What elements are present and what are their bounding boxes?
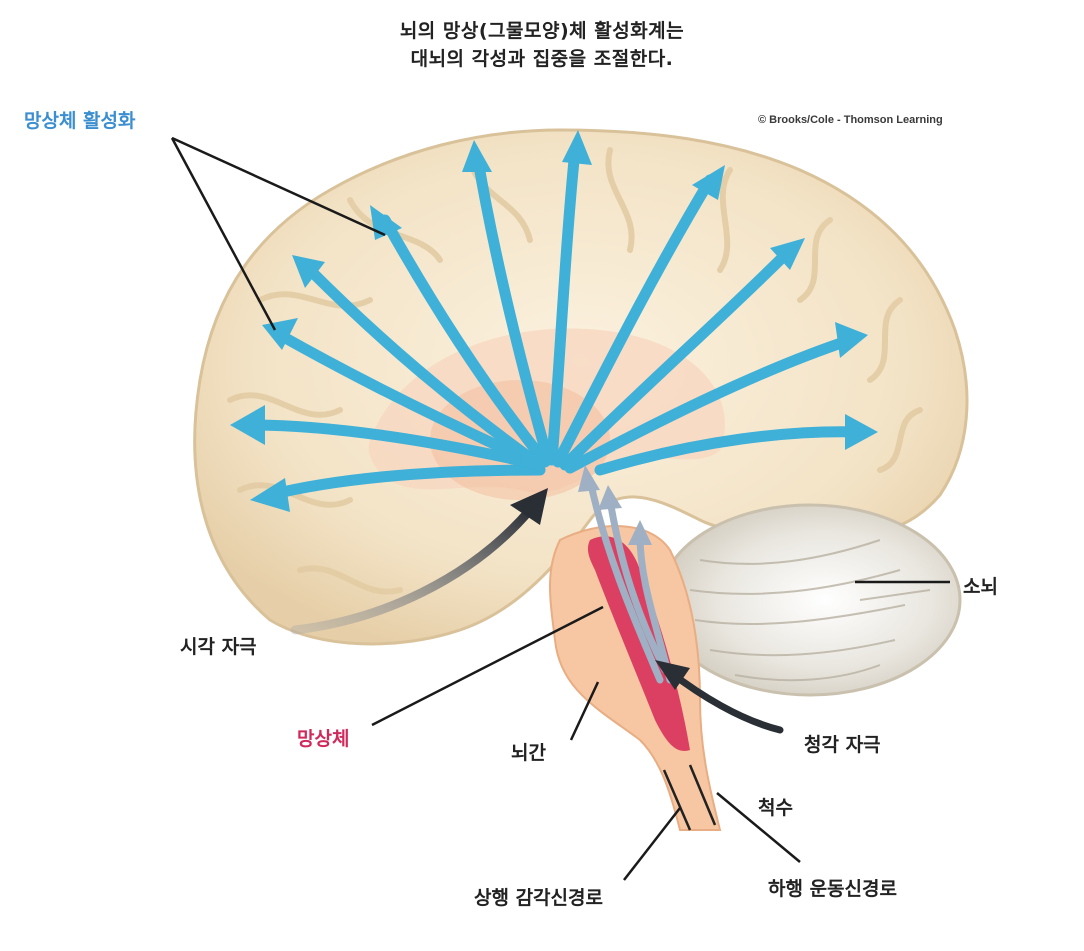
visual-stimulus-arrow [290, 488, 548, 635]
brainstem [549, 525, 722, 831]
label-visual-stimulus: 시각 자극 [180, 636, 257, 658]
cerebellum [658, 503, 962, 697]
label-spinal-cord: 척수 [758, 797, 793, 819]
auditory-stimulus-arrow [655, 660, 784, 734]
leader-lines [170, 136, 950, 881]
title-line-1: 뇌의 망상(그물모양)체 활성화계는 [399, 20, 685, 42]
label-ascending-tract: 상행 감각신경로 [474, 887, 603, 909]
label-cerebellum: 소뇌 [963, 576, 998, 598]
copyright-notice: © Brooks/Cole - Thomson Learning [758, 114, 943, 126]
label-auditory-stimulus: 청각 자극 [804, 734, 881, 756]
spinal-tract-lines [662, 764, 717, 831]
ras-arrowheads [230, 130, 878, 512]
label-descending-tract: 하행 운동신경로 [768, 878, 897, 900]
label-ras-activation: 망상체 활성화 [24, 110, 136, 132]
title-line-2: 대뇌의 각성과 집중을 조절한다. [410, 48, 674, 70]
label-brainstem: 뇌간 [511, 742, 546, 764]
ascending-grey-arrows [586, 476, 674, 684]
reticular-formation [587, 536, 690, 751]
ascending-grey-arrowheads [578, 465, 652, 545]
label-reticular-formation: 망상체 [297, 728, 350, 750]
ras-activation-arrows [244, 144, 866, 501]
